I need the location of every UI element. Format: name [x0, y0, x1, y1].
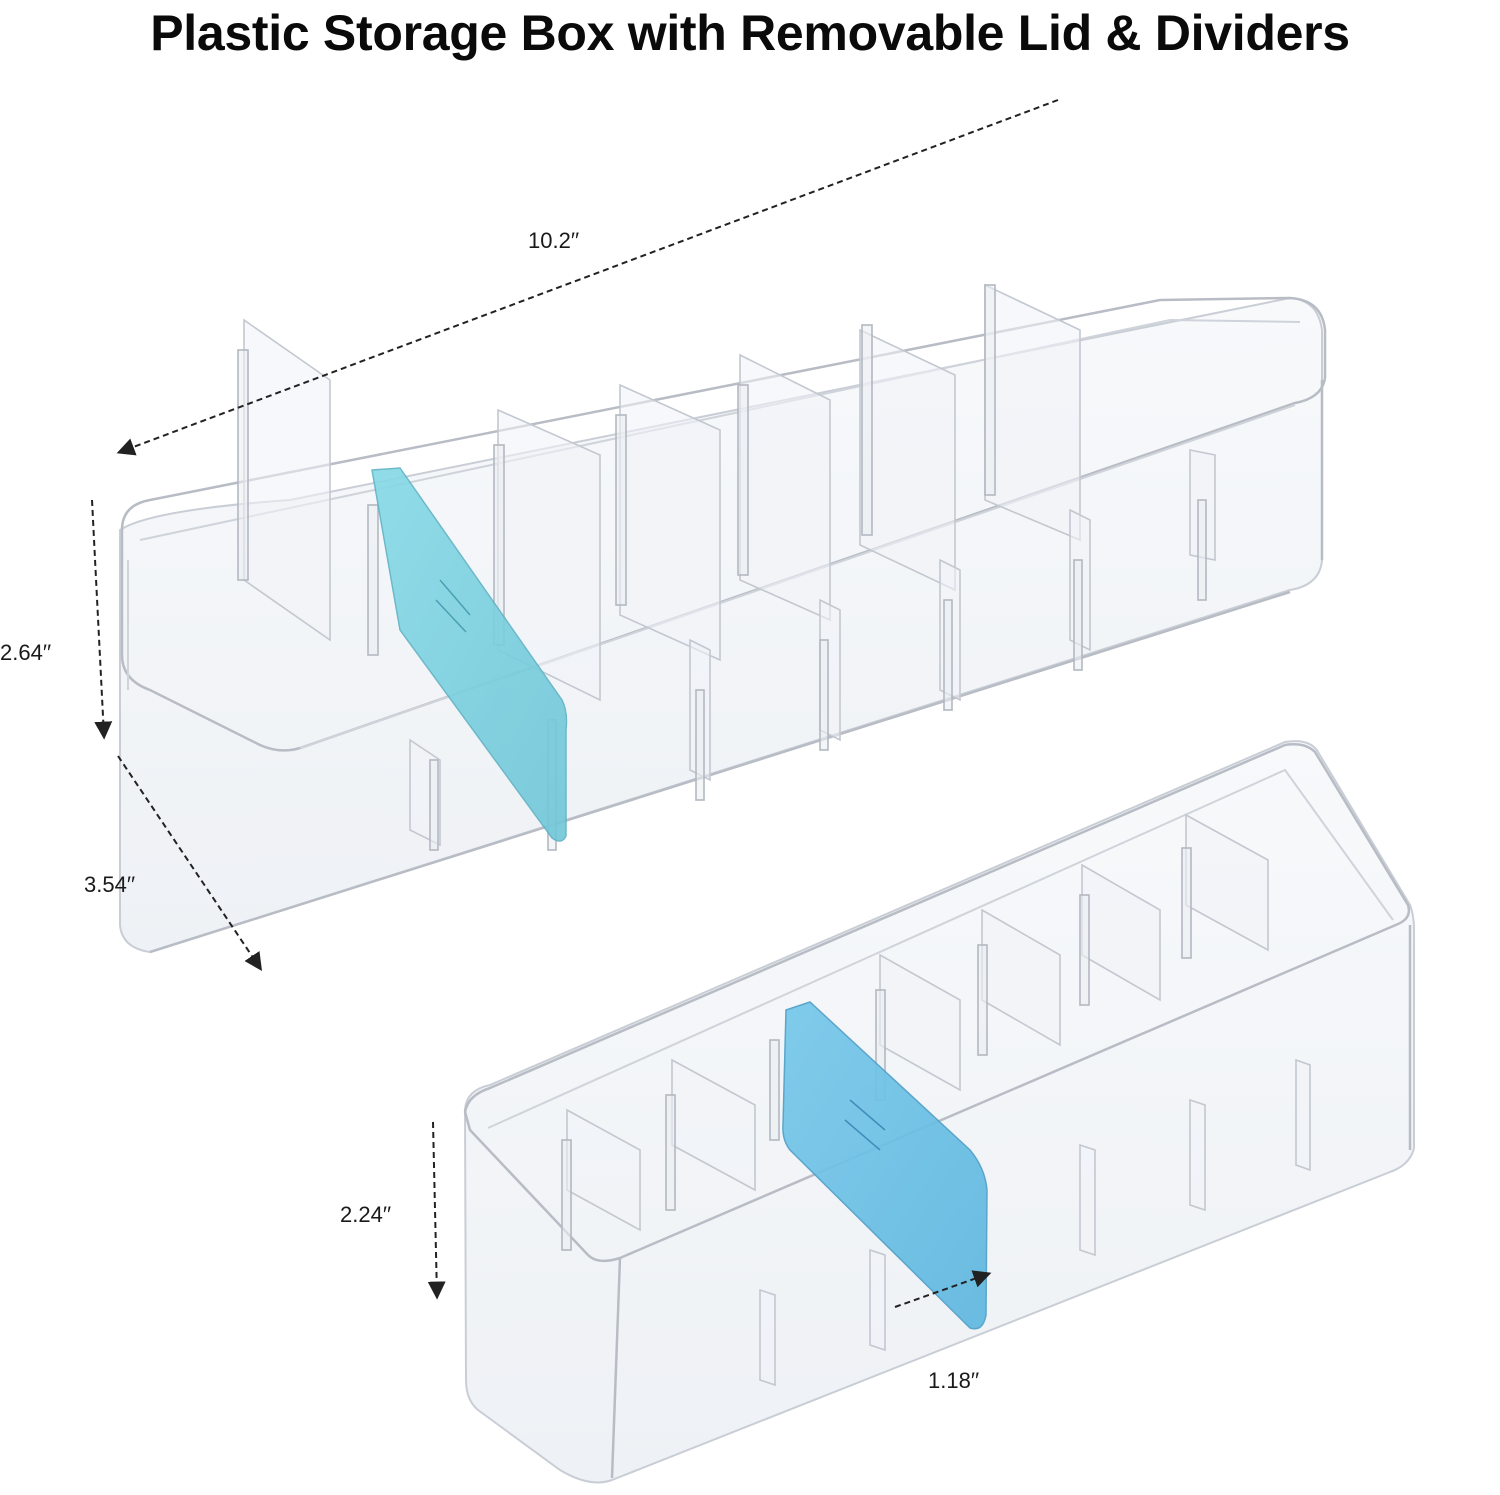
accent-divider: [371, 467, 568, 842]
tray-dividers: [566, 813, 1311, 1387]
page-title: Plastic Storage Box with Removable Lid &…: [150, 5, 1350, 61]
height-tray-label: 2.24′′: [340, 1202, 391, 1227]
open-tray: [463, 740, 1415, 1484]
tray-accent-divider: [782, 1001, 988, 1330]
tray-slots: [561, 847, 1192, 1251]
length-label: 10.2′′: [528, 228, 579, 253]
width-label: 3.54′′: [84, 872, 135, 897]
box-lid: [120, 296, 1327, 752]
divider-label: 1.18′′: [928, 1368, 979, 1393]
dimension-length: 10.2′′: [116, 99, 1059, 456]
dimension-width: 3.54′′: [84, 755, 263, 971]
height-lidded-label: 2.64′′: [0, 640, 51, 665]
dimension-divider: 1.18′′: [894, 1270, 992, 1393]
divider-slots: [237, 284, 1207, 851]
lidded-box: [119, 283, 1327, 954]
dimension-height-tray: 2.24′′: [340, 1121, 446, 1300]
dimension-height-lidded: 2.64′′: [0, 499, 113, 740]
tray-body: [463, 740, 1415, 1484]
